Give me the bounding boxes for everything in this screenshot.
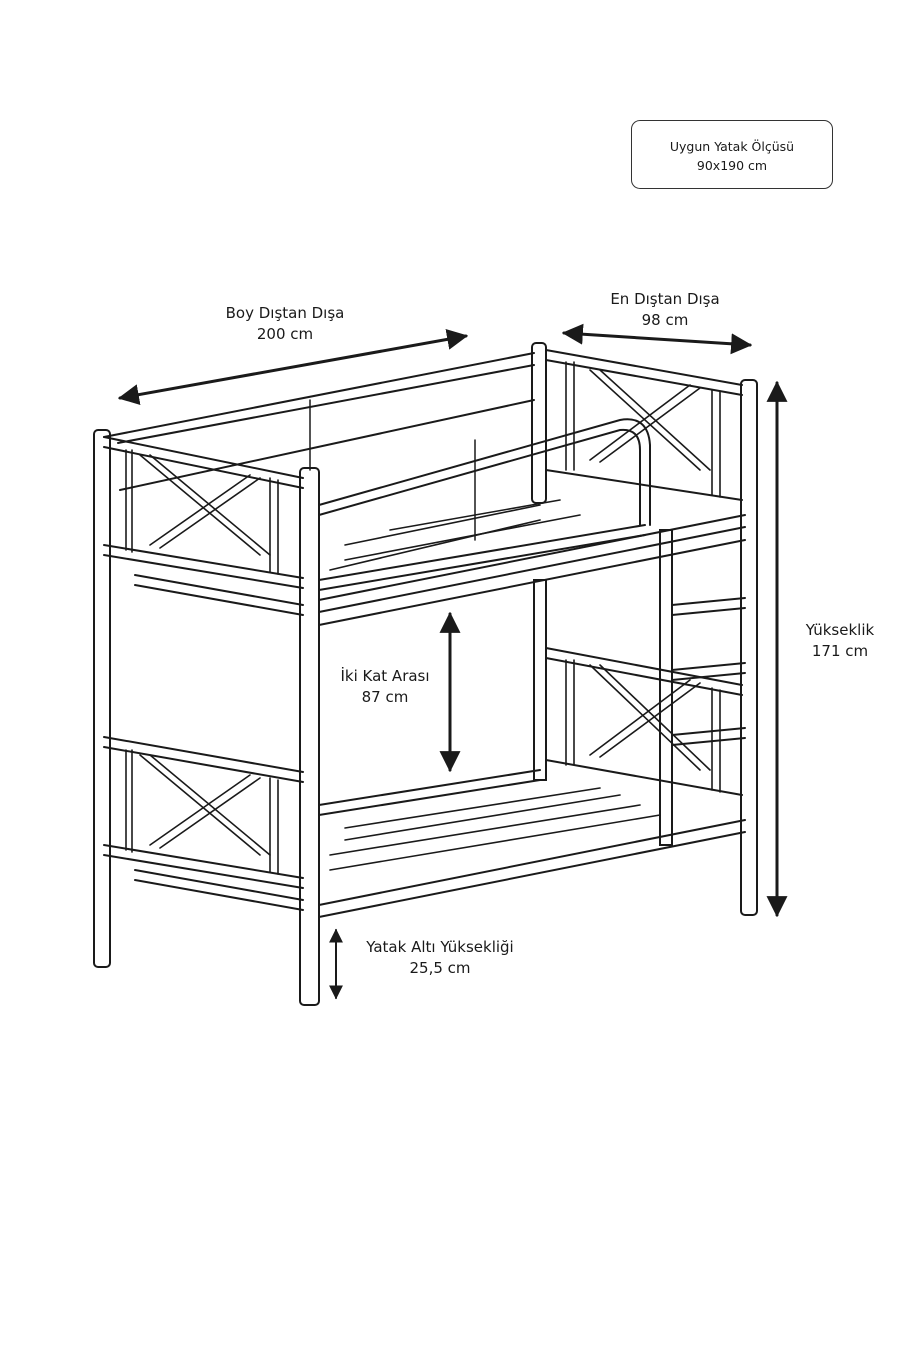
height-label-text: Yükseklik [805, 621, 875, 639]
length-arrow [117, 328, 469, 406]
mattress-size-title: Uygun Yatak Ölçüsü [669, 139, 795, 154]
width-label: En Dıştan Dışa 98 cm [580, 289, 750, 331]
between-levels-label: İki Kat Arası 87 cm [325, 666, 445, 708]
between-levels-value: 87 cm [361, 688, 409, 706]
width-label-text: En Dıştan Dışa [610, 290, 720, 308]
length-label: Boy Dıştan Dışa 200 cm [200, 303, 370, 345]
height-label: Yükseklik 171 cm [790, 620, 890, 662]
lower-bunk [103, 647, 746, 918]
height-value: 171 cm [811, 642, 869, 660]
between-levels-label-text: İki Kat Arası [340, 667, 430, 685]
ladder [659, 529, 746, 846]
width-value: 98 cm [641, 311, 689, 329]
upper-bunk [103, 349, 746, 626]
length-label-text: Boy Dıştan Dışa [225, 304, 345, 322]
mattress-size-value: 90x190 cm [696, 158, 768, 173]
mattress-size-box: Uygun Yatak Ölçüsü 90x190 cm [631, 120, 833, 189]
under-bed-value: 25,5 cm [409, 959, 471, 977]
width-arrow [561, 323, 753, 355]
dimension-arrows [117, 323, 788, 1000]
under-bed-label: Yatak Altı Yüksekliği 25,5 cm [350, 937, 530, 979]
length-value: 200 cm [256, 325, 314, 343]
under-bed-label-text: Yatak Altı Yüksekliği [366, 938, 514, 956]
